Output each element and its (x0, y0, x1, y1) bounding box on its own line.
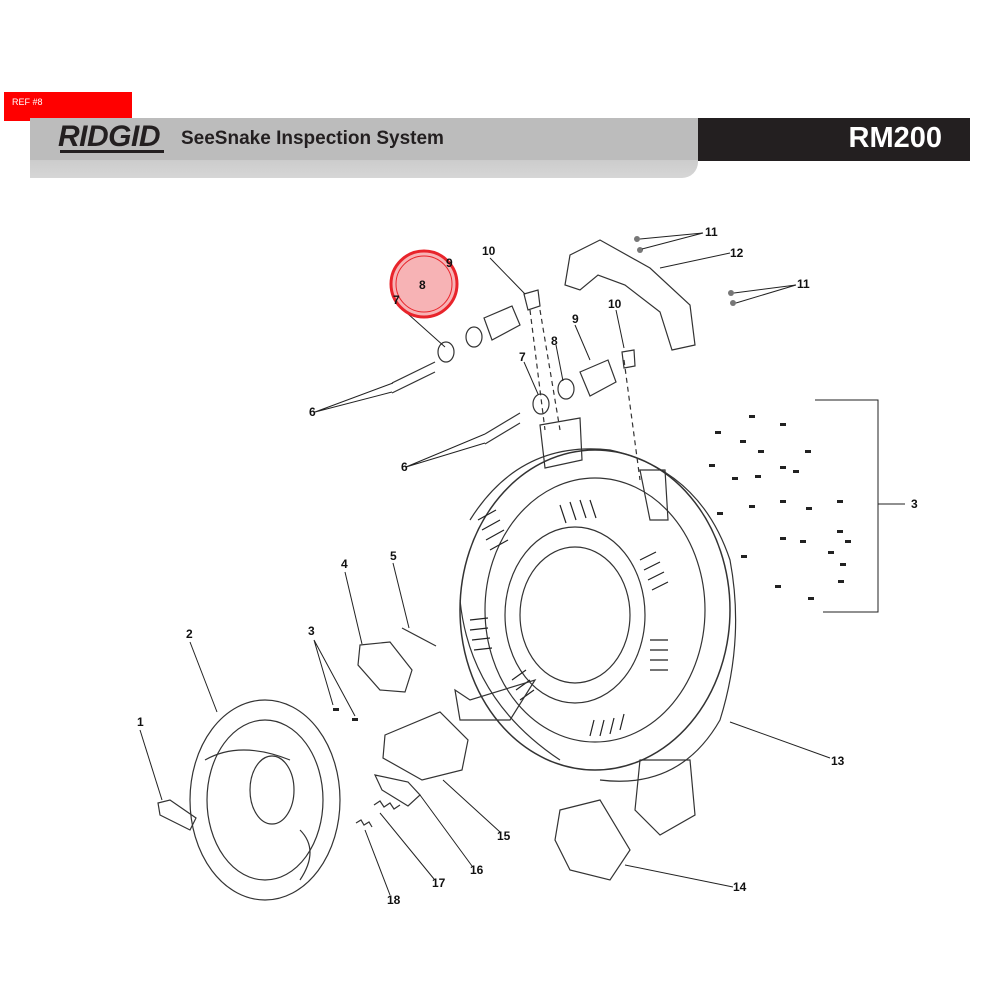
callout-16: 16 (470, 863, 484, 877)
ring-8b (557, 378, 575, 400)
callout-3-left: 3 (308, 624, 315, 638)
callout-11-lower: 11 (797, 277, 810, 291)
brand-logo-underline (60, 150, 164, 153)
callout-9-lower: 9 (572, 312, 579, 326)
sleeve-9b (579, 359, 617, 397)
callout-14: 14 (733, 880, 747, 894)
ring-7a (437, 341, 455, 363)
spring-small (355, 819, 373, 828)
pin-part (401, 627, 437, 647)
header-underline (30, 160, 698, 178)
carry-handle (564, 239, 696, 351)
foot-pad (554, 799, 631, 881)
callout-7-upper: 7 (393, 293, 400, 307)
callout-10-upper: 10 (482, 244, 496, 258)
callout-8-lower: 8 (551, 334, 558, 348)
callout-7-lower: 7 (519, 350, 526, 364)
latch-bracket (373, 774, 421, 807)
callout-9-upper: 9 (446, 256, 453, 270)
callout-12: 12 (730, 246, 744, 260)
clip-10a (523, 289, 541, 311)
callout-3-right: 3 (911, 497, 918, 511)
screws-group (709, 415, 851, 600)
clip-10b (621, 349, 636, 369)
drum-slots (469, 499, 669, 737)
callout-2: 2 (186, 627, 193, 641)
brand-logo: RIDGID (58, 120, 161, 153)
callout-11-upper: 11 (705, 225, 718, 239)
callout-15: 15 (497, 829, 511, 843)
model-box: RM200 (698, 118, 970, 161)
alignment-lines (529, 309, 641, 481)
callout-4: 4 (341, 557, 348, 571)
tread-part (382, 711, 469, 781)
callout-18: 18 (387, 893, 401, 907)
screws-left (333, 708, 358, 721)
ring-8a (465, 326, 483, 348)
leader-lines (139, 232, 905, 896)
ring-7b (532, 393, 550, 415)
highlight-ref-8 (389, 249, 459, 319)
washers-11 (634, 236, 736, 306)
callout-8-highlighted: 8 (419, 278, 426, 292)
callout-1: 1 (137, 715, 144, 729)
spring-part (373, 800, 401, 810)
ref-tag: REF #8 (4, 92, 132, 121)
mount-bracket (639, 469, 669, 521)
model-label: RM200 (848, 122, 943, 154)
header-bar (30, 118, 698, 160)
frame-leg (454, 678, 537, 721)
callout-17: 17 (432, 876, 446, 890)
callout-10-lower: 10 (608, 297, 622, 311)
sleeve-9a (483, 305, 521, 341)
reel-drum (459, 448, 737, 782)
callout-labels: 1 2 3 3 4 5 6 6 7 7 8 8 9 9 10 10 11 11 … (137, 225, 918, 907)
top-bracket (539, 417, 583, 469)
stand-base (634, 759, 696, 836)
product-title: SeeSnake Inspection System (181, 128, 444, 149)
callout-13: 13 (831, 754, 845, 768)
cable-6a (391, 361, 436, 394)
callout-5: 5 (390, 549, 397, 563)
callout-6-lower: 6 (401, 460, 408, 474)
cable-6b (484, 412, 521, 445)
latch-part (157, 799, 197, 831)
cover-part (357, 641, 413, 693)
callout-6-upper: 6 (309, 405, 316, 419)
side-hub (189, 699, 341, 901)
